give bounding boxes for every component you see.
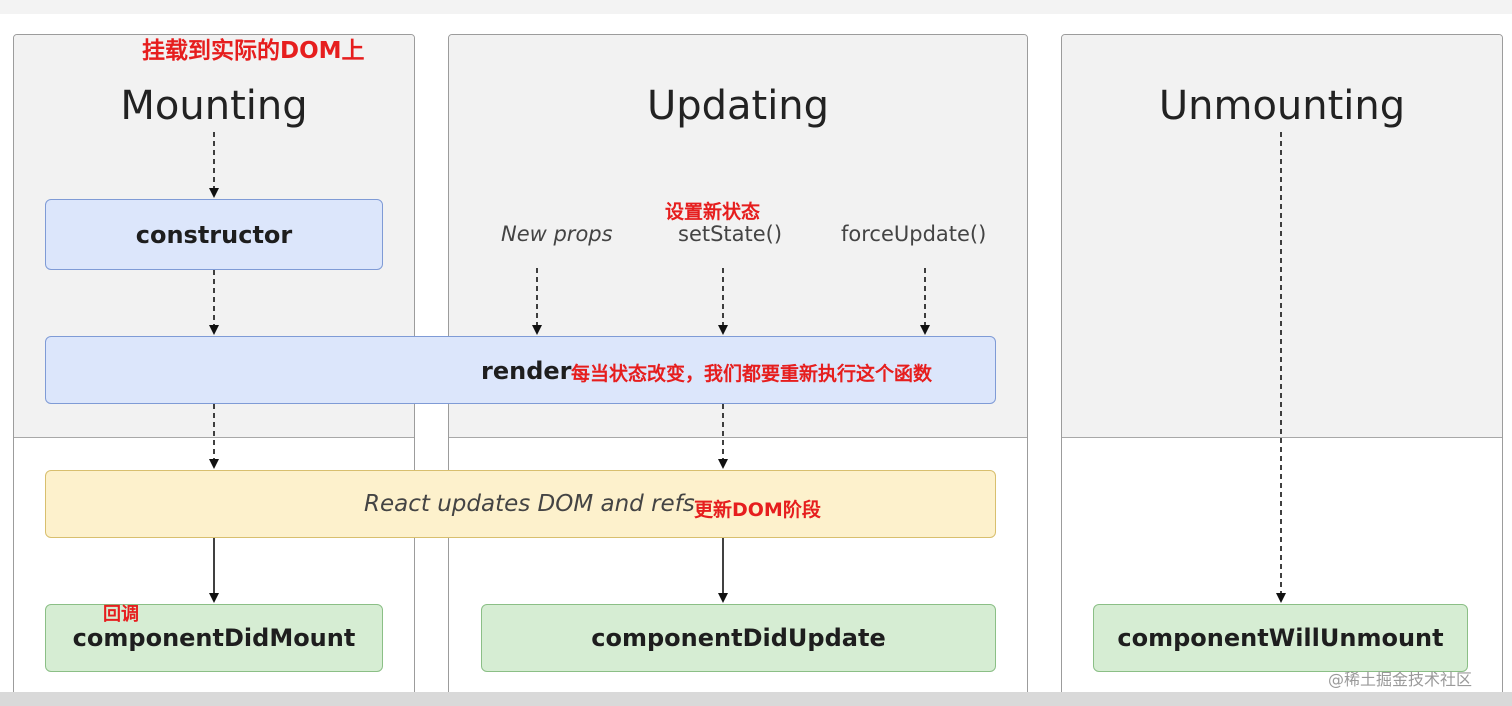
updating-title: Updating [646,83,830,129]
update-dom-phase-note: 更新DOM阶段 [694,499,821,521]
render-label: render [481,357,572,385]
component-did-update-box: componentDidUpdate [481,604,996,672]
component-did-mount-box: componentDidMount [45,604,383,672]
bottom-scrollbar[interactable] [0,692,1512,706]
mounting-title: Mounting [120,83,308,129]
render-note: 每当状态改变，我们都要重新执行这个函数 [571,363,933,385]
render-box: render [45,336,996,404]
unmounting-column: Unmounting [1061,34,1503,704]
set-state-trigger: setState() [678,222,783,246]
top-strip [0,0,1512,14]
react-updates-label: React updates DOM and refs [364,491,695,517]
callback-note: 回调 [103,604,139,625]
unmounting-title: Unmounting [1158,83,1406,129]
watermark: @稀土掘金技术社区 [1328,670,1473,689]
new-props-trigger: New props [501,222,613,246]
set-new-state-note: 设置新状态 [665,201,761,223]
force-update-trigger: forceUpdate() [841,222,987,246]
react-updates-box: React updates DOM and refs [45,470,996,538]
component-will-unmount-box: componentWillUnmount [1093,604,1468,672]
unmounting-upper-region [1062,35,1502,438]
mount-to-dom-note: 挂载到实际的DOM上 [142,38,365,64]
constructor-box: constructor [45,199,383,270]
